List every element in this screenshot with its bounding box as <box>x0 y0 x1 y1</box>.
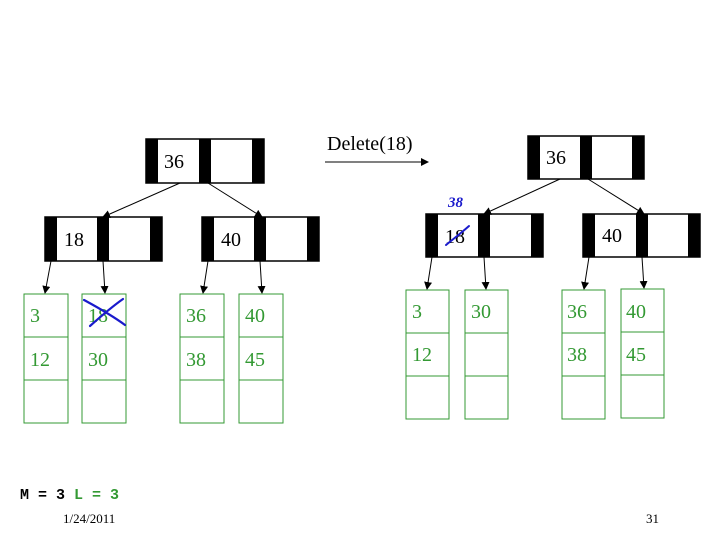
after-leaf-3-key-2: 38 <box>567 344 587 366</box>
after-edge-leaf-2 <box>481 256 490 290</box>
after-leaf-2-key-1: 30 <box>471 301 491 323</box>
before-leaf-2: 18 30 <box>81 293 127 424</box>
before-leaf-4-key-1: 40 <box>245 305 265 327</box>
operation-indicator: Delete(18) <box>325 133 429 166</box>
after-root-key-1: 36 <box>546 147 566 169</box>
before-edge-leaf-2 <box>100 260 109 294</box>
before-leaf-3: 36 38 <box>179 293 225 424</box>
before-internal-node-2: 40 <box>201 216 320 262</box>
after-internal-node-2: 40 <box>582 213 701 258</box>
before-leaf-3-key-2: 38 <box>186 349 206 371</box>
before-leaf-4-key-2: 45 <box>245 349 265 371</box>
before-leaf-1-key-1: 3 <box>30 305 40 327</box>
before-tree: 36 18 40 <box>23 138 320 424</box>
after-internal-node-1: 18 38 <box>425 195 544 258</box>
before-edge-leaf-1 <box>42 260 52 294</box>
after-tree: 36 18 38 40 <box>405 135 701 420</box>
before-edge-leaf-4 <box>257 260 266 294</box>
after-leaf-3-key-1: 36 <box>567 301 587 323</box>
after-leaf-4-key-1: 40 <box>626 301 646 323</box>
after-root-edge-left <box>483 178 561 215</box>
operation-label: Delete(18) <box>327 133 413 155</box>
before-root-edge-left <box>102 182 181 218</box>
before-internal-2-key-1: 40 <box>221 229 241 251</box>
after-edge-leaf-4 <box>639 256 648 289</box>
after-leaf-4: 40 45 <box>620 288 665 419</box>
before-leaf-2-key-2: 30 <box>88 349 108 371</box>
after-internal-2-key-1: 40 <box>602 225 622 247</box>
after-leaf-1-key-1: 3 <box>412 301 422 323</box>
after-leaf-2: 30 <box>464 289 509 420</box>
replacement-key-note: 38 <box>447 195 464 211</box>
page-number: 31 <box>646 511 659 526</box>
after-root-node: 36 <box>527 135 645 180</box>
after-leaf-4-key-2: 45 <box>626 344 646 366</box>
after-edge-leaf-3 <box>581 256 590 290</box>
param-l: L = 3 <box>74 487 120 504</box>
before-leaf-4: 40 45 <box>238 293 284 424</box>
before-leaf-3-key-1: 36 <box>186 305 206 327</box>
before-root-key-1: 36 <box>164 151 184 173</box>
after-edge-leaf-1 <box>424 256 433 290</box>
footer-date: 1/24/2011 <box>63 511 116 526</box>
before-internal-1-key-1: 18 <box>64 229 84 251</box>
strike-through-mark-icon <box>445 225 470 246</box>
tree-parameters: M = 3 L = 3 <box>20 487 119 504</box>
after-leaf-3: 36 38 <box>561 289 606 420</box>
before-leaf-1: 3 12 <box>23 293 69 424</box>
param-m: M = 3 <box>20 487 66 504</box>
after-leaf-1: 3 12 <box>405 289 450 420</box>
before-edge-leaf-3 <box>200 260 209 294</box>
after-leaf-1-key-2: 12 <box>412 344 432 366</box>
before-root-node: 36 <box>145 138 265 184</box>
before-internal-node-1: 18 <box>44 216 163 262</box>
after-root-edge-right <box>587 178 645 215</box>
before-root-edge-right <box>207 182 263 218</box>
before-leaf-1-key-2: 12 <box>30 349 50 371</box>
cross-out-mark-icon <box>82 297 127 328</box>
